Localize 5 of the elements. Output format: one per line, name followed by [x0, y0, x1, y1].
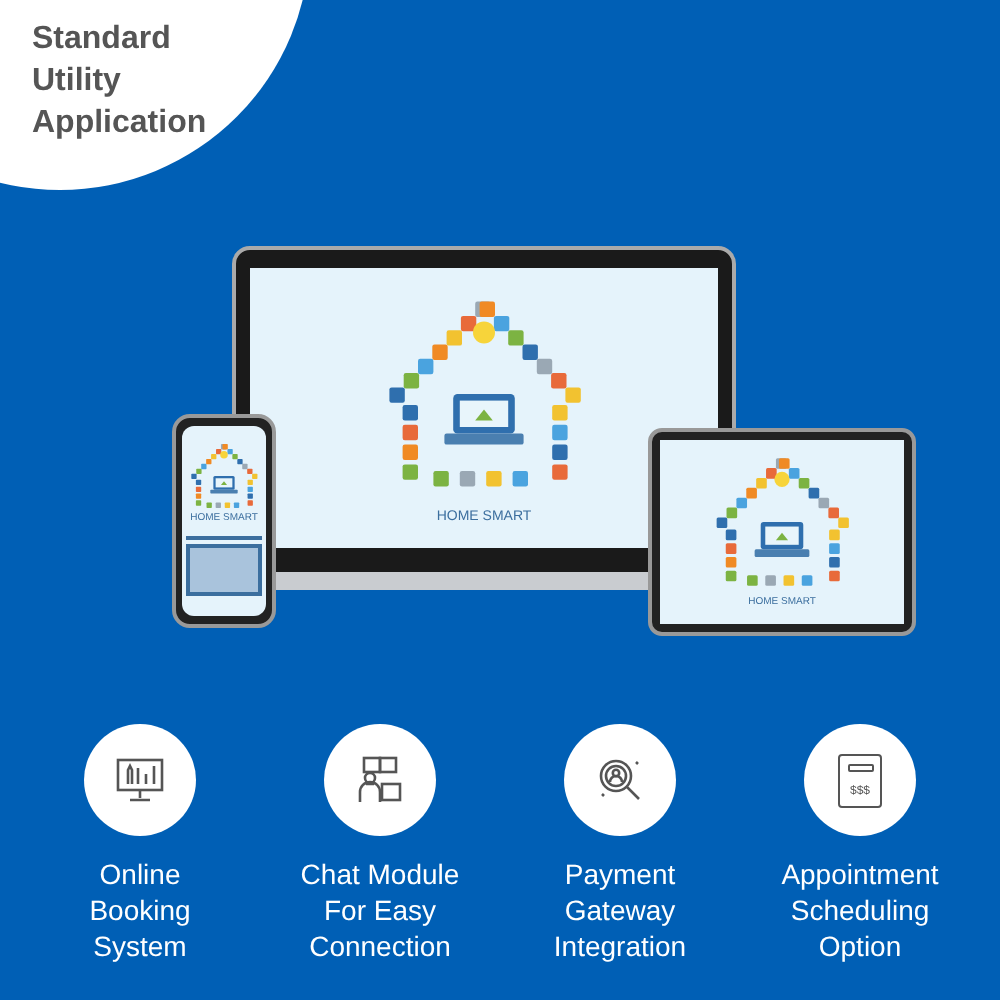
- title: Standard Utility Application: [32, 20, 209, 144]
- feature-label: Chat Module For Easy Connection: [298, 856, 462, 964]
- feature-label: Appointment Scheduling Option: [779, 856, 941, 964]
- feature-label: Payment Gateway Integration: [551, 856, 689, 964]
- feature-label: Online Booking System: [87, 856, 193, 964]
